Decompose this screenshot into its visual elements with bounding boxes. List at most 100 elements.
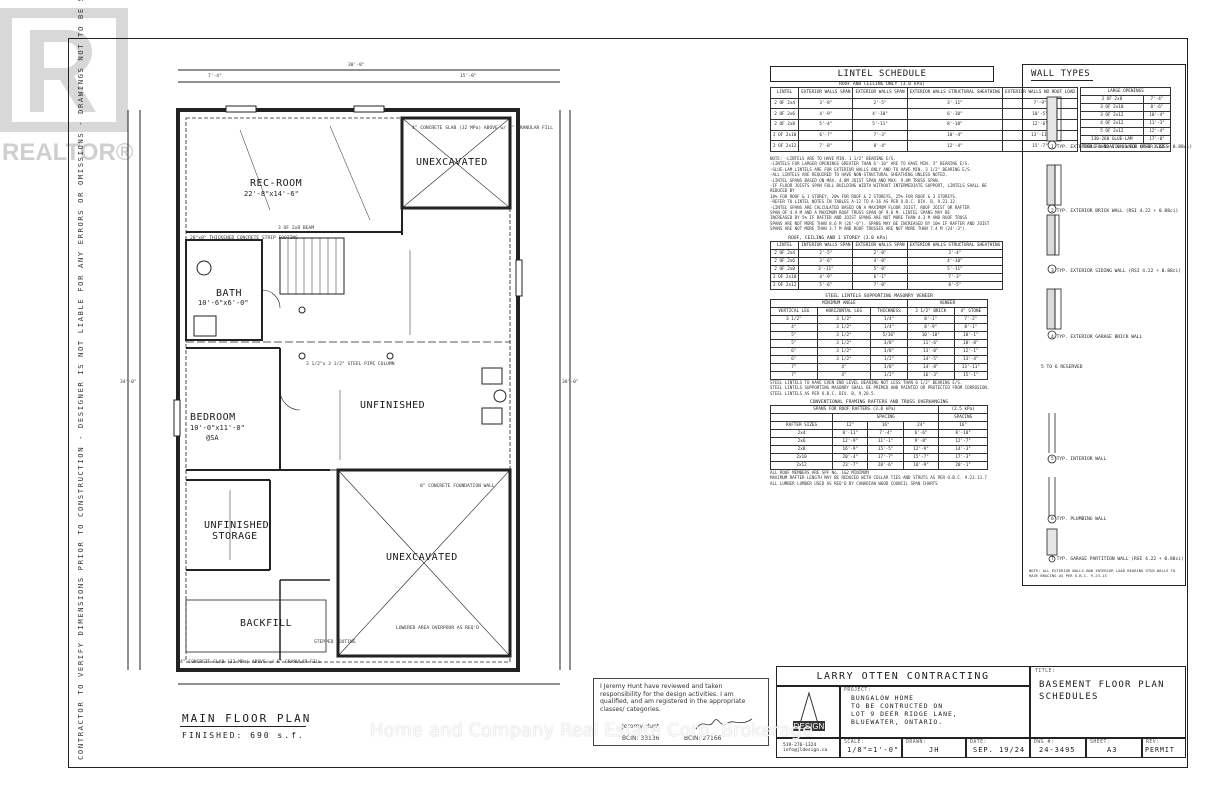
lintel-note: 10% FOR ROOF & 1 STOREY, 20% FOR ROOF & … bbox=[770, 193, 958, 199]
lintel-note: -LINTEL SPANS BASED ON MAX. 4.8M JOIST S… bbox=[770, 177, 941, 183]
table-cell: 15'-1" bbox=[953, 370, 989, 380]
table-cell: 12'-9" bbox=[832, 436, 869, 446]
table-cell: 2 OF 2x6 bbox=[769, 256, 800, 266]
table-cell: 11'-1" bbox=[867, 436, 904, 446]
wall-type-label: TYP. EXTERIOR SIDING WALL (RSI 4.22 + 0.… bbox=[1056, 269, 1182, 274]
lintel-note: NOTE: -LINTELS ARE TO HAVE MIN. 1 1/2" B… bbox=[770, 156, 896, 161]
wall-type-number: 2 bbox=[1051, 209, 1054, 214]
table-cell: 14'-8" bbox=[906, 362, 955, 372]
table-cell: 8'-1" bbox=[906, 314, 955, 324]
table-cell: 7" bbox=[770, 362, 818, 372]
table-cell: 3 1/2" bbox=[816, 354, 872, 364]
table-group-header: SPANS FOR ROOF RAFTERS (3.0 kPa) bbox=[769, 404, 940, 414]
table-row: 3 1/2"3 1/2"1/4"8'-1"7'-2" bbox=[770, 314, 989, 324]
wall-type-label: TYP. GARAGE PARTITION WALL (RSI 4.22 + 0… bbox=[1056, 557, 1184, 562]
wall-type-number: 3 bbox=[1051, 269, 1054, 274]
bath-label: BATH bbox=[216, 288, 243, 299]
table-cell: 7'-4" bbox=[867, 428, 904, 438]
table-cell: 12'-9" bbox=[902, 444, 940, 454]
lintel-schedule-title: LINTEL SCHEDULE bbox=[770, 66, 994, 82]
table-group-header: MINIMUM ANGLE bbox=[770, 298, 908, 308]
table-cell: 5" bbox=[770, 330, 818, 340]
wall-type-label: TYP. INTERIOR WALL bbox=[1056, 457, 1107, 462]
table-cell: 6'-6" bbox=[902, 428, 940, 438]
table-cell: 9'-8" bbox=[902, 436, 940, 446]
table-cell: 5'-6" bbox=[798, 280, 854, 290]
wall-type-label: TYP. EXTERIOR BRICK WALL (RSI 4.22 + 0.8… bbox=[1056, 209, 1179, 214]
table-cell: 3'-4" bbox=[906, 248, 1004, 258]
table-cell: 20'-1" bbox=[938, 460, 988, 470]
certification-bcin-2: BCIN: 27166 bbox=[684, 735, 722, 742]
certification-text: I Jeremy Hunt have reviewed and taken re… bbox=[600, 683, 746, 713]
design-logo-cell: DESIGN bbox=[776, 686, 840, 738]
bedroom-dimensions: 10'-0"x11'-0" bbox=[190, 424, 245, 432]
table-group-header: VENEER bbox=[906, 298, 989, 308]
signature bbox=[695, 718, 753, 730]
sheet-label: SHEET: bbox=[1090, 740, 1111, 745]
lintel-header: EXTERIOR WALLS STRUCTURAL SHEATHING bbox=[906, 87, 1004, 99]
table-cell: 2x6 bbox=[769, 436, 834, 446]
table-cell: 7" bbox=[770, 370, 818, 380]
lintel-header: EXTERIOR WALLS SPAN bbox=[798, 87, 854, 99]
rec-room-label: REC-ROOM bbox=[250, 178, 303, 189]
project-line-3: LOT 9 DEER RIDGE LANE, bbox=[851, 710, 958, 718]
wall-type-number: 1 bbox=[1051, 145, 1054, 150]
plan-title-underline bbox=[180, 726, 306, 727]
table-cell: 2 OF 2x10 bbox=[769, 129, 800, 142]
table-row: 4"3 1/2"1/4"8'-9"8'-1" bbox=[770, 322, 989, 332]
table-cell: 3/8" bbox=[870, 346, 908, 356]
rafters-table: SPANS FOR ROOF RAFTERS (3.0 kPa) (2.5 kP… bbox=[769, 404, 988, 470]
table-row: 7"4"3/8"14'-8"13'-11" bbox=[770, 362, 989, 372]
realtor-wordmark: REALTOR® bbox=[2, 139, 134, 166]
rec-room-dimensions: 22'-8"x14'-6" bbox=[244, 190, 299, 198]
table-cell: 11'-6" bbox=[906, 338, 955, 348]
note-foundation: 8" CONCRETE FOUNDATION WALL bbox=[420, 484, 495, 489]
rev-value: PERMIT bbox=[1145, 746, 1175, 754]
dim-right-total: 38'-0" bbox=[562, 380, 579, 385]
lintel-note: -ALL LINTELS ARE REQUIRED TO HAVE NON-ST… bbox=[770, 172, 948, 178]
rafter-note: ALL ROOF MEMBERS ARE SPF No. 1&2 MINIMUM bbox=[770, 469, 869, 475]
wall-types-reserved: 5 TO 6 RESERVED bbox=[1041, 365, 1083, 370]
table-cell: 14'-3" bbox=[938, 444, 988, 454]
table-cell: 2 OF 2x10 bbox=[769, 272, 800, 282]
wall-type-1: 1 TYP. EXTERIOR FOUNDATION WALL (RSI 3.4… bbox=[1051, 145, 1192, 150]
sheet-title-line-1: BASEMENT FLOOR PLAN bbox=[1039, 680, 1165, 690]
note-stepped: STEPPED FOOTING bbox=[314, 640, 356, 645]
company-cell: LARRY OTTEN CONTRACTING bbox=[776, 666, 1030, 686]
table-cell: 2 OF 2x8 bbox=[769, 118, 800, 131]
note-post: 3 1/2"x 3 1/2" STEEL PIPE COLUMN bbox=[306, 362, 395, 367]
table-cell: 4" bbox=[816, 362, 872, 372]
table-cell: 8'-11" bbox=[832, 428, 869, 438]
table-cell: 3 1/2" bbox=[816, 322, 872, 332]
note-beam: 3 OF 2x8 BEAM bbox=[278, 226, 314, 231]
wall-type-4: 4 TYP. EXTERIOR GARAGE BRICK WALL bbox=[1051, 335, 1142, 340]
table-header: LINTEL bbox=[769, 240, 800, 250]
lintel-note: -GLUE-LAM LINTELS ARE FOR EXTERIOR WALLS… bbox=[770, 166, 973, 172]
title-block: LARRY OTTEN CONTRACTING TITLE: BASEMENT … bbox=[776, 666, 1186, 766]
dim-top-left: 7'-4" bbox=[208, 74, 222, 79]
table-row: 6"3 1/2"3/8"13'-0"12'-1" bbox=[770, 346, 989, 356]
rafters-subtitle: CONVENTIONAL FRAMING RAFTERS AND TRUSS O… bbox=[809, 399, 949, 405]
steel-lintel-notes: STEEL LINTELS TO HAVE EVEN END LEVEL BEA… bbox=[770, 380, 994, 396]
certification-name: Jeremy Hunt bbox=[622, 723, 660, 730]
table-cell: 2 OF 2x8 bbox=[769, 264, 800, 274]
table-cell: 2x8 bbox=[769, 444, 834, 454]
table-header: HORIZONTAL LEG bbox=[816, 306, 872, 316]
table-cell: 12'-7" bbox=[938, 436, 988, 446]
lintel-note: INCREASED BY 5% IF RAFTER AND JOIST SPAN… bbox=[770, 215, 968, 221]
table-cell: 20'-4" bbox=[832, 452, 869, 462]
table-cell: 5'-4" bbox=[798, 118, 854, 131]
large-openings-note: TABLE A-12 & A-16 FOR OTHER SIZES bbox=[1080, 143, 1172, 152]
brokerage-watermark: Home and Company Real Estate Corp. Broke… bbox=[370, 720, 814, 741]
table-cell: 2 OF 2x12 bbox=[769, 280, 800, 290]
table-cell: 7'-8" bbox=[798, 140, 854, 152]
wall-type-2: 2 TYP. EXTERIOR BRICK WALL (RSI 4.22 + 0… bbox=[1051, 209, 1178, 214]
table-cell: 5/16" bbox=[870, 330, 908, 340]
project-label: PROJECT: bbox=[844, 688, 872, 693]
